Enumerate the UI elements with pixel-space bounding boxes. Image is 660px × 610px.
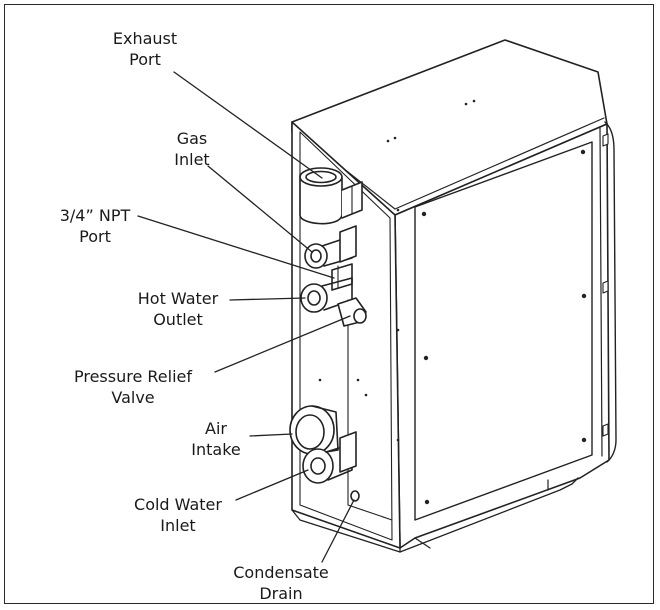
leader-line-npt-port (137, 215, 335, 279)
callout-condensate-drain-line-1: Condensate (233, 563, 329, 582)
callout-gas-inlet: Gas Inlet (160, 128, 224, 170)
leader-lines (137, 71, 355, 563)
callout-hot-water-outlet-line-2: Outlet (153, 310, 203, 329)
leader-line-condensate-drain (321, 499, 355, 563)
callout-condensate-drain: Condensate Drain (228, 562, 334, 604)
callout-gas-inlet-line-1: Gas (176, 129, 208, 148)
callout-exhaust-port-line-1: Exhaust (112, 29, 178, 48)
callout-hot-water-outlet: Hot Water Outlet (128, 288, 228, 330)
callout-cold-water-inlet-line-1: Cold Water (134, 495, 222, 514)
callout-air-intake: Air Intake (184, 418, 248, 460)
callout-pressure-relief-valve-line-1: Pressure Relief (73, 367, 192, 386)
callout-condensate-drain-line-2: Drain (259, 584, 303, 603)
leader-line-exhaust-port (173, 71, 323, 179)
callout-cold-water-inlet: Cold Water Inlet (120, 494, 236, 536)
leader-line-hot-water-outlet (229, 297, 306, 301)
callout-air-intake-line-2: Intake (191, 440, 241, 459)
leader-line-cold-water-inlet (235, 469, 309, 501)
callout-gas-inlet-line-2: Inlet (174, 150, 210, 169)
pressure-relief-valve-fitting (337, 297, 367, 327)
leader-line-air-intake (249, 433, 293, 437)
leader-line-gas-inlet (207, 165, 313, 253)
callout-npt-port-line-2: Port (79, 227, 111, 246)
callout-exhaust-port-line-2: Port (129, 50, 161, 69)
callout-cold-water-inlet-line-2: Inlet (160, 516, 196, 535)
callout-air-intake-line-1: Air (205, 419, 227, 438)
callout-npt-port: 3/4” NPT Port (46, 205, 144, 247)
callout-exhaust-port: Exhaust Port (104, 28, 186, 70)
cold-water-inlet-fitting (302, 431, 357, 484)
leader-line-pressure-relief-valve (214, 315, 351, 373)
callout-pressure-relief-valve: Pressure Relief Valve (60, 366, 206, 408)
callout-hot-water-outlet-line-1: Hot Water (137, 289, 219, 308)
callout-pressure-relief-valve-line-2: Valve (111, 388, 155, 407)
callout-npt-port-line-1: 3/4” NPT (59, 206, 131, 225)
condensate-drain-fitting (350, 490, 360, 502)
